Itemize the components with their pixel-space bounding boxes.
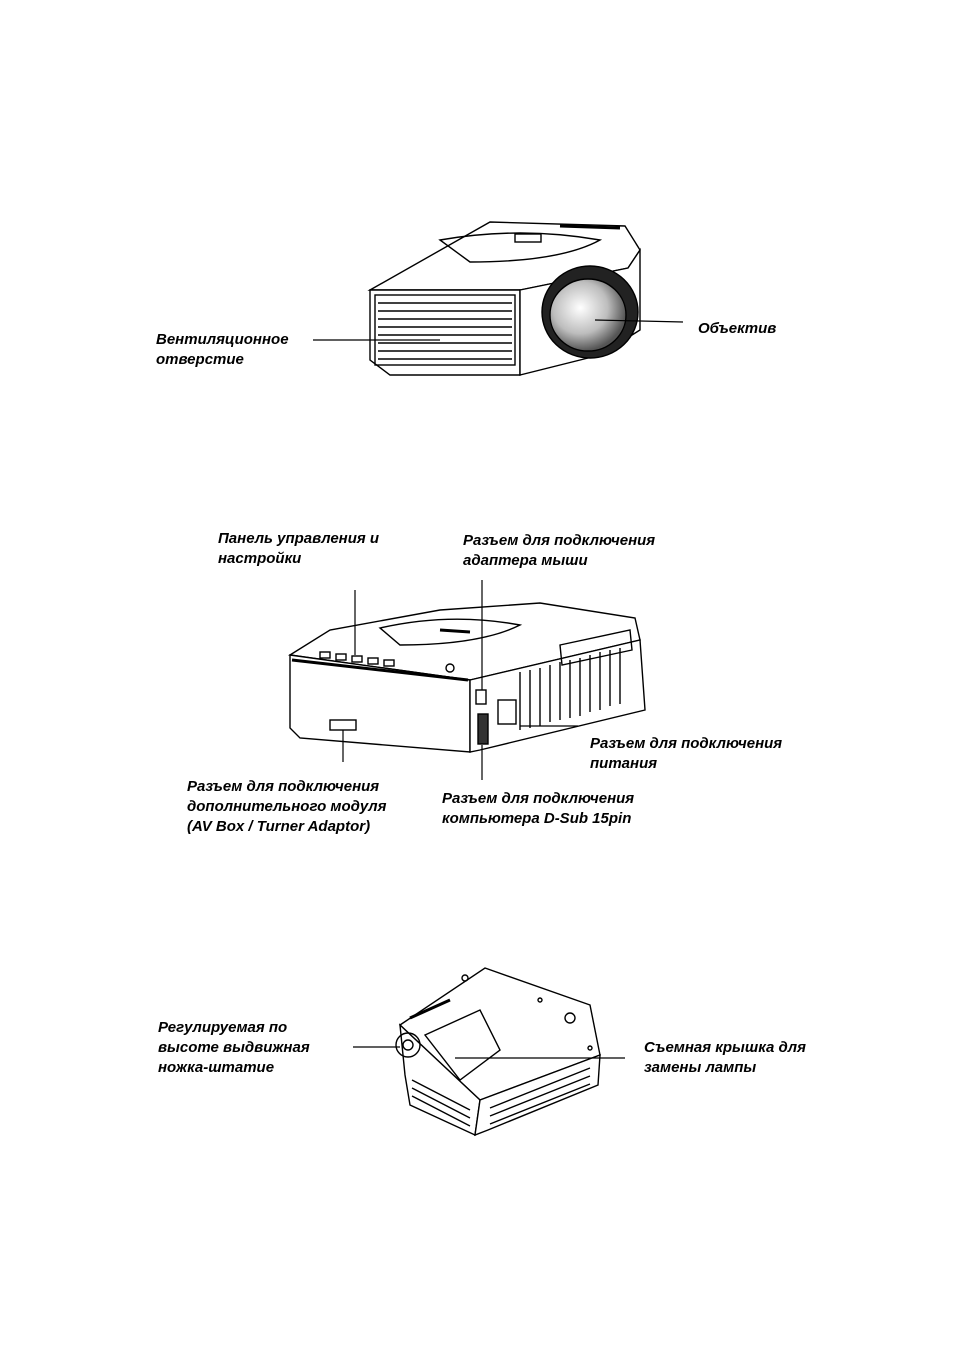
control-panel-label: Панель управления и настройки [218, 530, 380, 567]
adjustable-foot [395, 1032, 421, 1058]
mouse-adapter-label: Разъем для подключения адаптера мыши [463, 532, 656, 569]
lens-label: Объектив [698, 320, 777, 337]
front-vents [409, 998, 591, 1127]
projector-rear-view [287, 602, 646, 753]
projector-bottom-view [395, 967, 601, 1137]
lens-leader-line [594, 319, 684, 323]
vent-label: Вентиляционное отверстие [156, 331, 289, 368]
lamp-cover-label: Съемная крышка для замены лампы [644, 1039, 806, 1076]
vent-grille [374, 294, 516, 366]
projector-front-view [367, 221, 641, 376]
mouse-connector [475, 689, 487, 705]
lamp-cover [423, 1009, 501, 1081]
dsub-label: Разъем для подключения компьютера D-Sub … [442, 790, 635, 827]
dsub-connector [477, 713, 489, 745]
power-connector [497, 699, 517, 725]
module-label: Разъем для подключения дополнительного м… [187, 778, 387, 835]
lens [541, 265, 639, 359]
side-vents [519, 629, 633, 730]
foot-label: Регулируемая по высоте выдвижная ножка-ш… [158, 1019, 310, 1076]
control-buttons [319, 651, 455, 673]
power-label: Разъем для подключения питания [590, 735, 783, 772]
